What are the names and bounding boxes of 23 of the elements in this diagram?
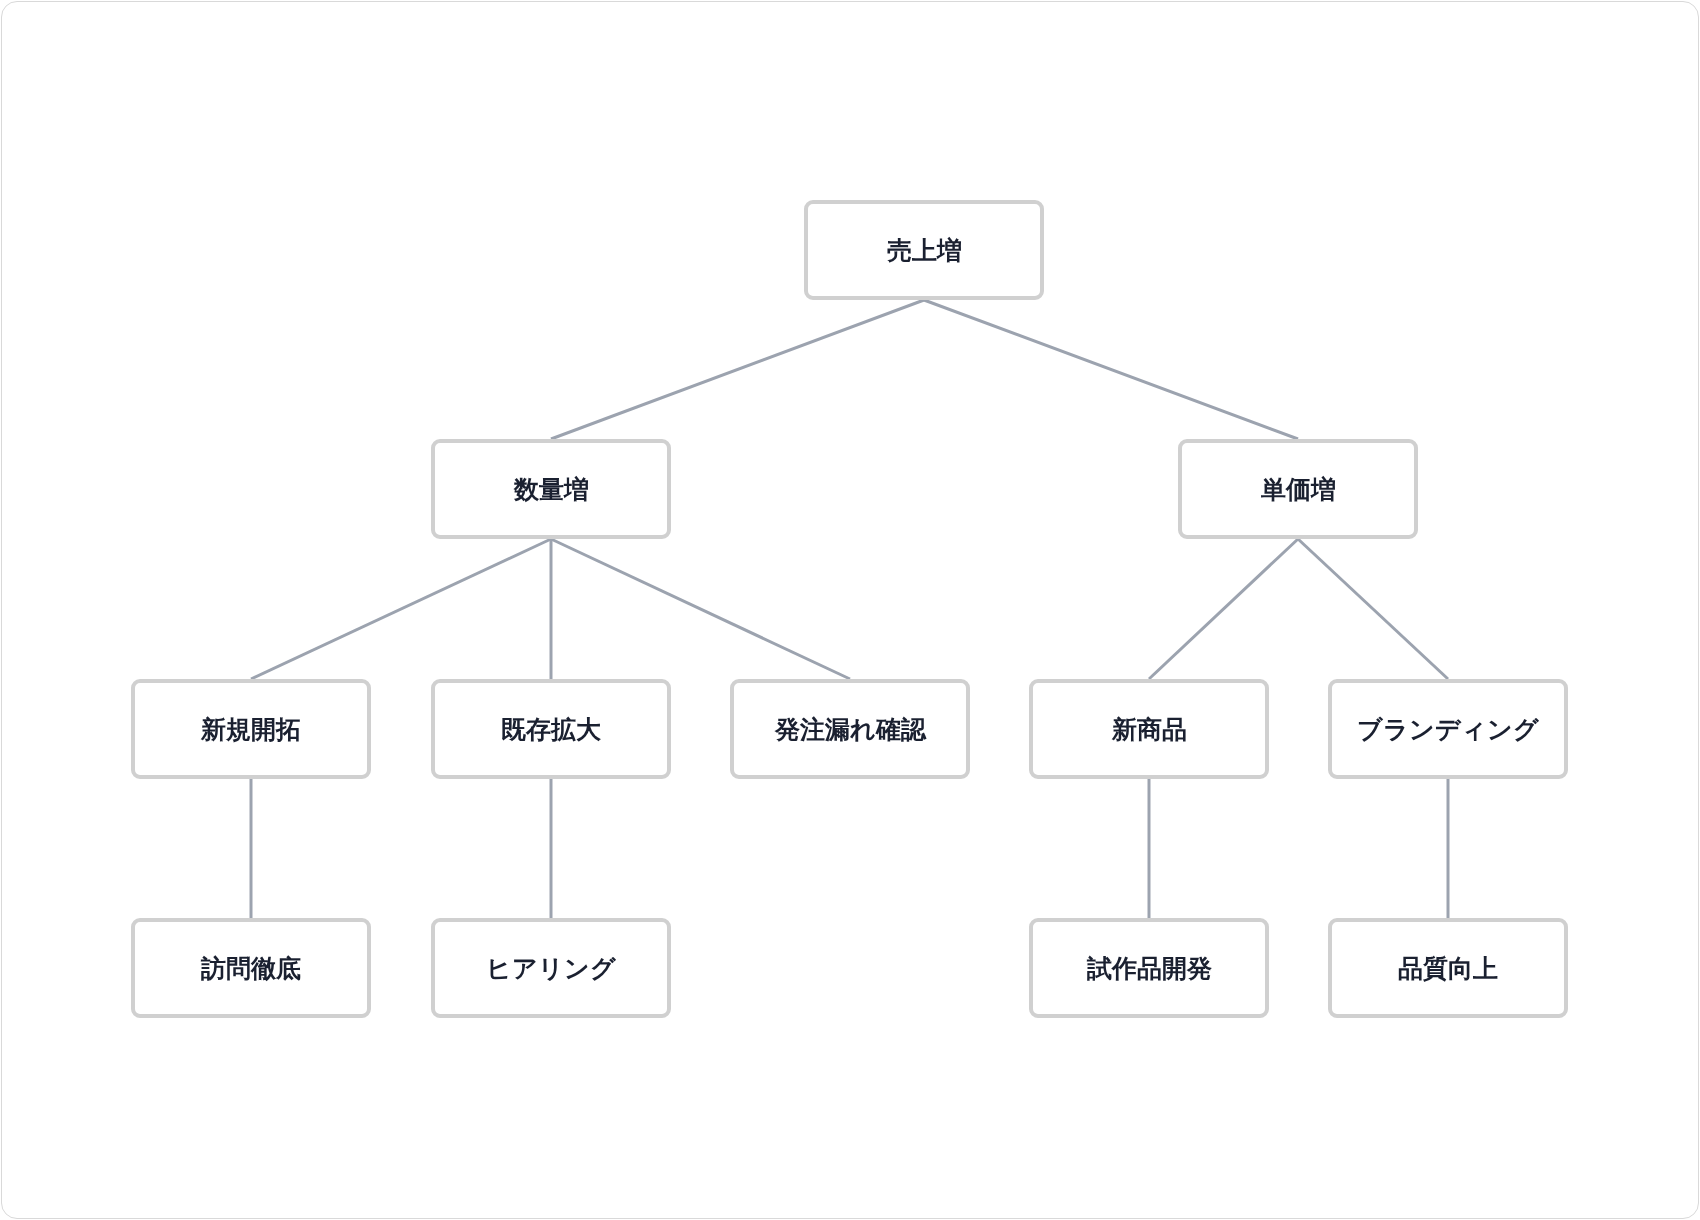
connector-line <box>923 298 1299 441</box>
connector-line <box>549 779 553 918</box>
process-box: 単価増 <box>1178 439 1418 539</box>
connector-line <box>550 537 851 681</box>
process-box: 新規開拓 <box>131 679 371 779</box>
process-box: 発注漏れ確認 <box>730 679 970 779</box>
process-box: 試作品開発 <box>1029 918 1269 1018</box>
process-box: 訪問徹底 <box>131 918 371 1018</box>
process-box: ヒアリング <box>431 918 671 1018</box>
connector-line <box>549 539 553 679</box>
connector-line <box>1446 779 1450 918</box>
connector-line <box>1147 537 1300 681</box>
process-box: 新商品 <box>1029 679 1269 779</box>
connector-line <box>1296 537 1450 681</box>
connector-line <box>550 298 925 441</box>
process-box: 数量増 <box>431 439 671 539</box>
process-box: 既存拡大 <box>431 679 671 779</box>
process-box: ブランディング <box>1328 679 1568 779</box>
connector-line <box>1147 779 1151 918</box>
connector-line <box>250 537 552 681</box>
process-box: 品質向上 <box>1328 918 1568 1018</box>
process-box: 売上増 <box>804 200 1044 300</box>
connector-line <box>249 779 253 918</box>
